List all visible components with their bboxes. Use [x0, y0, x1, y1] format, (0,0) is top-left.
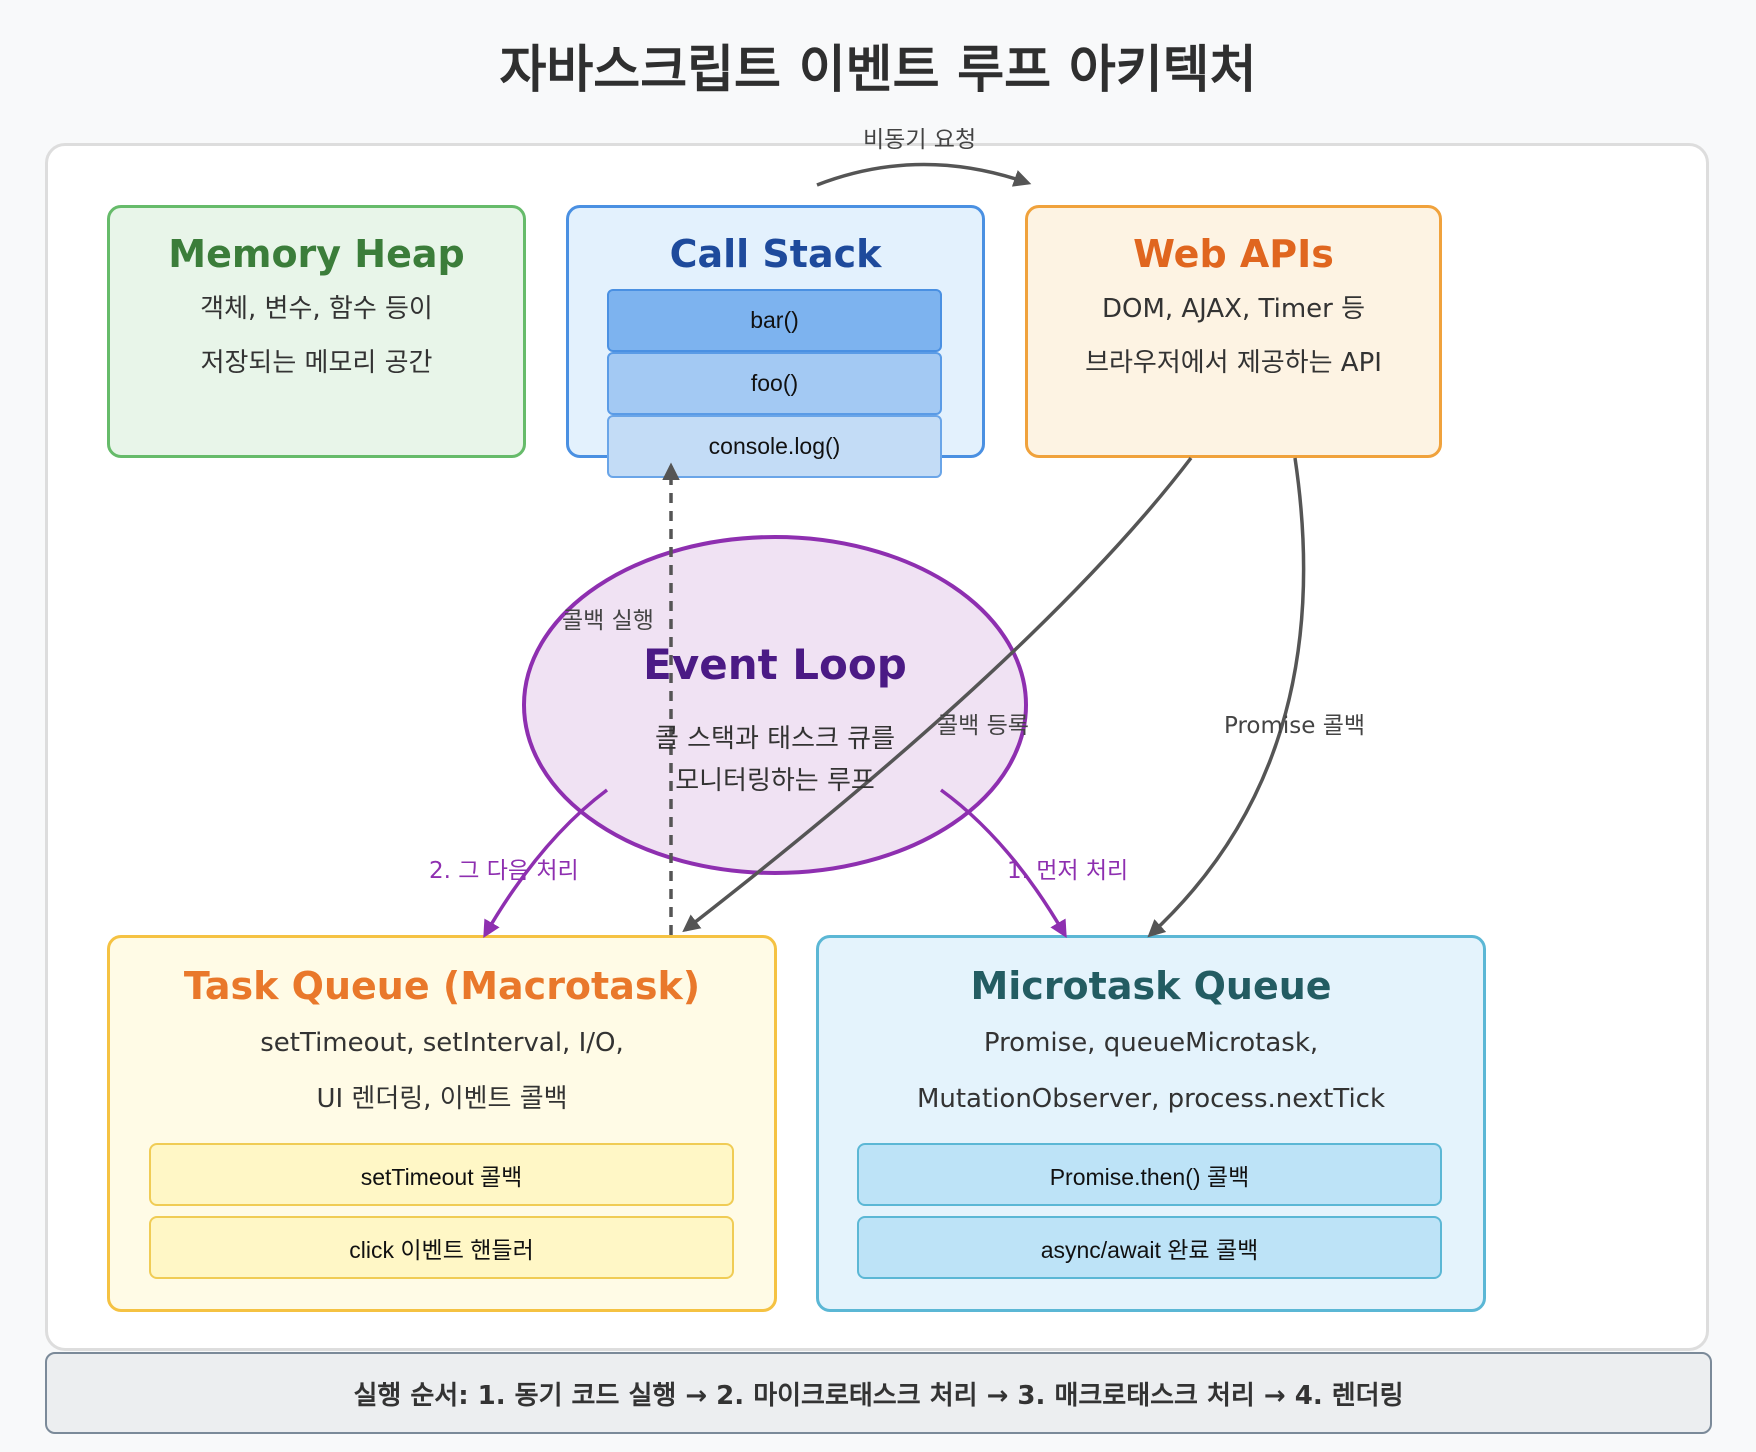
web-apis-desc-line1: DOM, AJAX, Timer 등	[1101, 294, 1366, 324]
stack-frame-foo: foo()	[607, 352, 942, 415]
web-apis-box: Web APIs DOM, AJAX, Timer 등 브라우저에서 제공하는 …	[1025, 205, 1442, 458]
task-queue-item-settimeout: setTimeout 콜백	[149, 1143, 734, 1206]
label-promise-callback: Promise 콜백	[1224, 713, 1366, 739]
execution-order-footer: 실행 순서: 1. 동기 코드 실행 → 2. 마이크로태스크 처리 → 3. …	[45, 1352, 1712, 1434]
task-queue-desc-line2: UI 렌더링, 이벤트 콜백	[316, 1084, 568, 1114]
callback-register-arrow	[682, 456, 1193, 933]
microtask-queue-desc-line2: MutationObserver, process.nextTick	[916, 1084, 1386, 1114]
loop-to-task-queue-arrow	[483, 788, 609, 939]
web-apis-title: Web APIs	[1133, 232, 1334, 276]
label-first-process: 1. 먼저 처리	[1007, 858, 1129, 884]
microtask-queue-desc-line1: Promise, queueMicrotask,	[983, 1028, 1319, 1058]
event-loop-title: Event Loop	[643, 640, 907, 689]
async-request-arrow	[816, 162, 1032, 187]
memory-heap-box: Memory Heap 객체, 변수, 함수 등이 저장되는 메모리 공간	[107, 205, 526, 458]
event-loop-desc-line2: 모니터링하는 루프	[675, 766, 875, 796]
event-loop-desc-line1: 콜 스택과 태스크 큐를	[654, 724, 896, 754]
label-callback-exec: 콜백 실행	[562, 608, 654, 634]
task-queue-item-click: click 이벤트 핸들러	[149, 1216, 734, 1279]
microtask-queue-item-async-await: async/await 완료 콜백	[857, 1216, 1442, 1279]
label-async-request: 비동기 요청	[863, 127, 977, 153]
memory-heap-desc-line2: 저장되는 메모리 공간	[200, 348, 433, 378]
event-loop-desc: 콜 스택과 태스크 큐를 모니터링하는 루프	[600, 718, 950, 802]
web-apis-desc-line2: 브라우저에서 제공하는 API	[1085, 348, 1382, 378]
task-queue-desc-line1: setTimeout, setInterval, I/O,	[260, 1028, 624, 1058]
memory-heap-desc-line1: 객체, 변수, 함수 등이	[200, 294, 433, 324]
microtask-queue-item-promise-then: Promise.then() 콜백	[857, 1143, 1442, 1206]
call-stack-title: Call Stack	[669, 232, 882, 276]
memory-heap-title: Memory Heap	[168, 232, 465, 276]
label-callback-register: 콜백 등록	[937, 713, 1029, 739]
task-queue-title: Task Queue (Macrotask)	[183, 964, 701, 1008]
stack-frame-bar: bar()	[607, 289, 942, 352]
label-second-process: 2. 그 다음 처리	[429, 858, 579, 884]
event-loop-ellipse	[522, 535, 1028, 875]
promise-callback-arrow	[1147, 457, 1306, 938]
loop-to-microtask-queue-arrow	[939, 788, 1067, 939]
page-title: 자바스크립트 이벤트 루프 아키텍처	[499, 41, 1257, 100]
microtask-queue-title: Microtask Queue	[970, 964, 1332, 1008]
